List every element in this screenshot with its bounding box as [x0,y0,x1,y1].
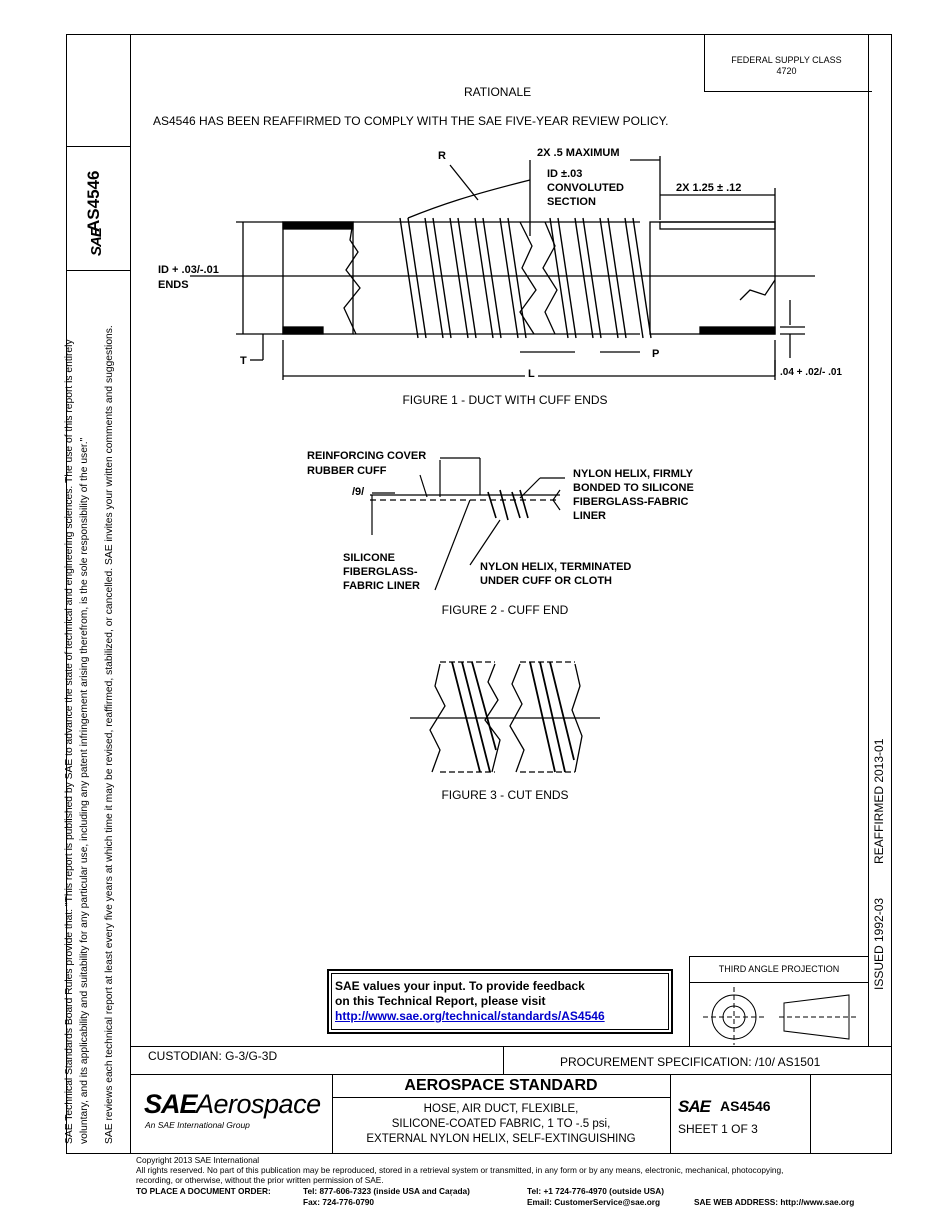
brand-divider [332,1074,333,1154]
fig2-label-silicone-1: SILICONE [343,552,395,564]
feedback-line-2: on this Technical Report, please visit [335,994,546,1008]
fig1-label-section: SECTION [547,196,596,208]
fig2-label-nylon-firm-2: BONDED TO SILICONE [573,482,694,494]
figure-2-drawing [370,457,565,591]
footer-email[interactable]: Email: CustomerService@sae.org [527,1197,661,1207]
title-divider [670,1074,671,1154]
fig1-label-l: L [525,368,538,380]
procurement-spec: PROCUREMENT SPECIFICATION: /10/ AS1501 [560,1055,821,1069]
fig1-label-id-tol: ID ±.03 [547,168,583,180]
fig2-label-nine: /9/ [352,486,365,498]
figure-2-caption: FIGURE 2 - CUFF END [441,603,569,617]
footer-order-label: TO PLACE A DOCUMENT ORDER: [136,1186,271,1196]
fig1-label-id-ends-1: ID + .03/-.01 [158,264,219,276]
fig1-label-t: T [240,355,247,367]
figure-1-drawing [190,156,815,380]
projection-symbol [703,987,857,1045]
fig2-label-nylon-firm-3: FIBERGLASS-FABRIC [573,496,689,508]
fig2-label-silicone-3: FABRIC LINER [343,580,420,592]
brand-logo-word: Aerospace [196,1089,321,1119]
side-box-bottom [66,270,130,271]
fig1-label-r: R [438,150,446,162]
doc-number: AS4546 [720,1098,771,1114]
footer-tel-usa: Tel: 877-606-7323 (inside USA and Caṛad… [303,1186,470,1196]
doc-sae-logo: SAE [678,1097,711,1116]
fig1-label-cuff-len: 2X 1.25 ± .12 [676,182,742,194]
fig1-label-convoluted: CONVOLUTED [547,182,624,194]
custodian: CUSTODIAN: G-3/G-3D [148,1049,278,1063]
doc-title-line-2: SILICONE-COATED FABRIC, 1 TO -.5 psi, [391,1118,611,1130]
fig2-label-rubber-cuff: RUBBER CUFF [307,465,387,477]
rationale-text: AS4546 HAS BEEN REAFFIRMED TO COMPLY WIT… [153,114,669,128]
brand-logo-sub: An SAE International Group [145,1120,250,1130]
fsc-tick [868,91,872,92]
federal-supply-class-box [704,34,869,92]
figure-3-caption: FIGURE 3 - CUT ENDS [441,788,569,802]
doc-title-line-1: HOSE, AIR DUCT, FLEXIBLE, [423,1103,579,1115]
title-block-row2 [130,1074,892,1075]
fig1-label-p: P [652,348,660,360]
fig2-label-silicone-2: FIBERGLASS- [343,566,418,578]
fig2-label-nylon-term-2: UNDER CUFF OR CLOTH [480,575,612,587]
left-strip-divider [130,34,131,1154]
issued-date: ISSUED 1992-03 [872,897,886,990]
custodian-divider [503,1046,504,1074]
footer-web[interactable]: SAE WEB ADDRESS: http://www.sae.org [694,1197,855,1207]
fig2-label-nylon-firm-4: LINER [573,510,606,522]
footer-copyright: Copyright 2013 SAE International [136,1155,260,1165]
feedback-box [327,969,673,1034]
feedback-link[interactable]: http://www.sae.org/technical/standards/A… [335,1009,605,1023]
section-title: RATIONALE [464,85,532,99]
page-frame [66,34,892,1154]
federal-supply-class-value: 4720 [776,66,797,76]
fig1-label-ends-tol: .04 + .02/- .01 [780,367,842,378]
fig1-label-max: 2X .5 MAXIMUM [537,147,620,159]
fig2-label-nylon-firm-1: NYLON HELIX, FIRMLY [573,468,693,480]
footer-rights-2: recording, or otherwise, without the pri… [136,1175,384,1185]
right-strip-divider [868,34,869,1046]
footer-tel-outside: Tel: +1 724-776-4970 (outside USA) [527,1186,665,1196]
standard-type: AEROSPACE STANDARD [404,1077,598,1094]
figure-1-caption: FIGURE 1 - DUCT WITH CUFF ENDS [402,393,608,407]
fig1-label-id-ends-2: ENDS [158,279,189,291]
feedback-box-inner [331,973,669,1030]
doc-divider [810,1074,811,1154]
fig2-label-reinforcing: REINFORCING COVER [307,450,427,462]
footer-fax: Fax: 724-776-0790 [303,1197,375,1207]
federal-supply-class-label: FEDERAL SUPPLY CLASS [731,55,842,65]
projection-divider [689,982,869,983]
doc-title-line-3: EXTERNAL NYLON HELIX, SELF-EXTINGUISHING [366,1133,636,1145]
feedback-line-1: SAE values your input. To provide feedba… [335,979,585,993]
standard-type-underline [332,1097,670,1098]
brand-logo-mark: SAE [144,1089,198,1119]
figure-3-drawing [410,661,600,773]
title-block-top [130,1046,892,1047]
side-box-top [66,146,130,147]
sheet-number: SHEET 1 OF 3 [678,1122,758,1136]
fig2-label-nylon-term-1: NYLON HELIX, TERMINATED [480,561,632,573]
footer-rights-1: All rights reserved. No part of this pub… [136,1165,784,1175]
projection-label: THIRD ANGLE PROJECTION [718,964,840,974]
